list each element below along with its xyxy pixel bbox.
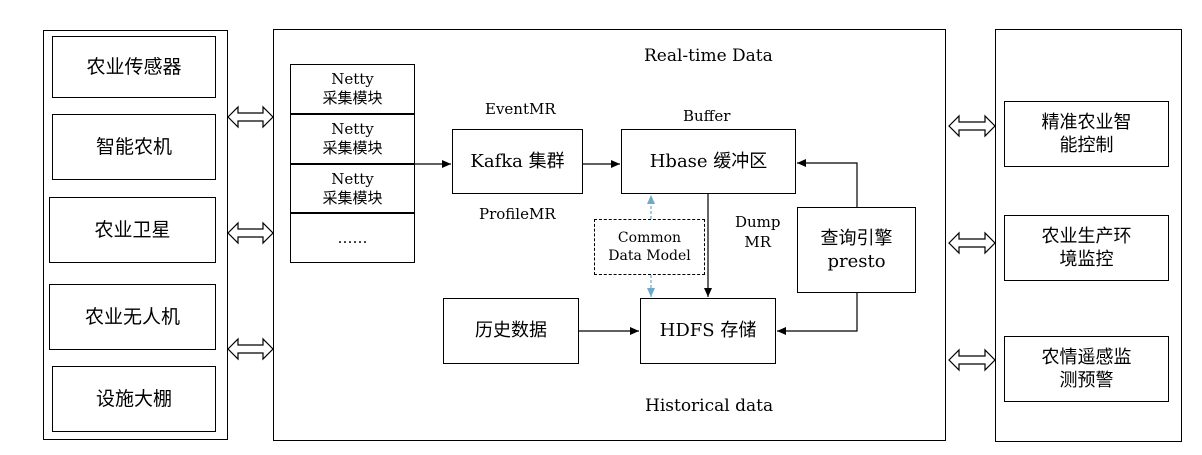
sources-panel — [43, 30, 228, 440]
netty-label: Netty 采集模块 — [322, 169, 383, 207]
historical-data-label: Historical data — [645, 396, 774, 416]
platform-panel — [273, 29, 946, 441]
hbase-buffer-node: Hbase 缓冲区 — [621, 129, 796, 194]
app-box-remote-sensing-alert: 农情遥感监 测预警 — [1004, 336, 1169, 402]
source-box-satellite: 农业卫星 — [49, 197, 216, 263]
double-arrow-icon — [227, 337, 274, 361]
common-data-model-label: Common Data Model — [608, 229, 691, 264]
source-label: 设施大棚 — [95, 387, 172, 410]
query-engine-label: 查询引擎 presto — [820, 227, 893, 272]
netty-module-3: Netty 采集模块 — [290, 164, 415, 213]
query-engine-node: 查询引擎 presto — [797, 207, 916, 293]
double-arrow-icon — [227, 105, 274, 129]
history-data-label: 历史数据 — [475, 320, 547, 342]
hbase-label: Hbase 缓冲区 — [649, 150, 768, 172]
realtime-data-label: Real-time Data — [644, 46, 773, 66]
netty-module-more: …… — [290, 213, 415, 263]
app-box-environment-monitor: 农业生产环 境监控 — [1004, 215, 1169, 281]
kafka-label: Kafka 集群 — [470, 150, 565, 172]
applications-panel — [995, 29, 1182, 442]
app-box-precision-control: 精准农业智 能控制 — [1004, 101, 1169, 167]
source-box-drone: 农业无人机 — [49, 284, 216, 350]
history-data-node: 历史数据 — [443, 298, 579, 364]
dump-mr-label: Dump MR — [735, 213, 781, 252]
netty-more-label: …… — [337, 228, 368, 247]
kafka-cluster-node: Kafka 集群 — [452, 129, 583, 194]
hdfs-label: HDFS 存储 — [659, 320, 757, 342]
source-box-greenhouse: 设施大棚 — [52, 366, 216, 432]
source-label: 农业无人机 — [84, 305, 180, 328]
event-mr-label: EventMR — [485, 100, 556, 118]
source-label: 智能农机 — [95, 135, 172, 158]
profile-mr-label: ProfileMR — [479, 205, 556, 223]
double-arrow-icon — [948, 348, 996, 372]
app-label: 精准农业智 能控制 — [1041, 111, 1132, 156]
hdfs-storage-node: HDFS 存储 — [640, 298, 776, 364]
buffer-label: Buffer — [683, 107, 731, 125]
netty-label: Netty 采集模块 — [322, 120, 383, 157]
double-arrow-icon — [948, 114, 996, 138]
double-arrow-icon — [227, 221, 274, 245]
arrow-query-to-hdfs — [777, 293, 858, 335]
source-label: 农业传感器 — [86, 55, 182, 78]
double-arrow-icon — [948, 231, 996, 255]
source-label: 农业卫星 — [94, 218, 171, 241]
app-label: 农业生产环 境监控 — [1041, 225, 1132, 270]
app-label: 农情遥感监 测预警 — [1041, 346, 1132, 391]
common-data-model-node: Common Data Model — [594, 219, 705, 275]
netty-module-2: Netty 采集模块 — [290, 114, 415, 164]
source-box-sensor: 农业传感器 — [52, 36, 216, 98]
netty-module-1: Netty 采集模块 — [290, 64, 415, 114]
netty-label: Netty 采集模块 — [322, 70, 383, 107]
source-box-machinery: 智能农机 — [52, 114, 216, 180]
arrow-query-to-hbase — [797, 159, 858, 207]
